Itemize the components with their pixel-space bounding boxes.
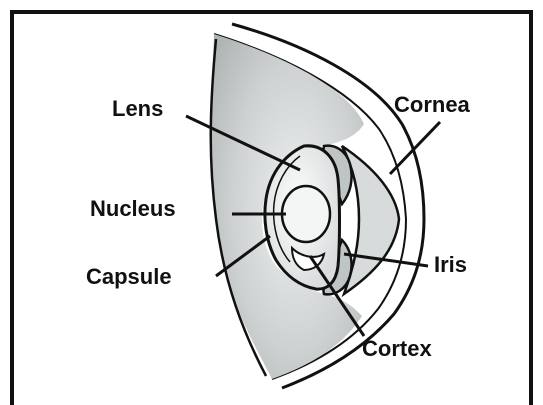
label-lens: Lens bbox=[112, 96, 163, 121]
eye-lens-diagram: Lens Nucleus Capsule Cornea Iris Cortex bbox=[14, 14, 533, 405]
cornea-leader bbox=[390, 122, 440, 174]
label-cornea: Cornea bbox=[394, 92, 471, 117]
label-nucleus: Nucleus bbox=[90, 196, 176, 221]
label-iris: Iris bbox=[434, 252, 467, 277]
diagram-frame: Lens Nucleus Capsule Cornea Iris Cortex bbox=[10, 10, 533, 405]
label-capsule: Capsule bbox=[86, 264, 172, 289]
lens-nucleus bbox=[282, 186, 330, 242]
label-cortex: Cortex bbox=[362, 336, 432, 361]
